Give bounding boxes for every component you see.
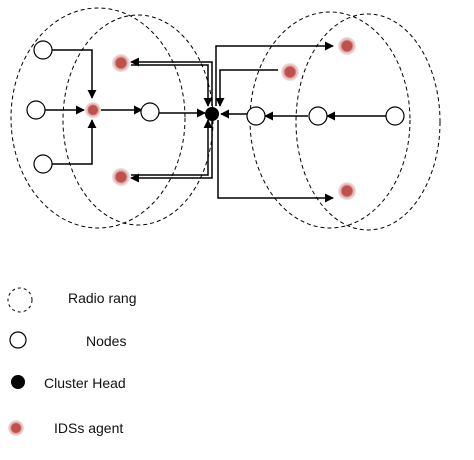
node [33, 154, 53, 174]
link-node3-agent [52, 119, 97, 165]
hollow-circle-icon [9, 331, 27, 349]
node [140, 102, 160, 122]
legend-cluster-head-label: Cluster Head [44, 375, 126, 391]
radio-range-right-outer [249, 11, 411, 229]
legend-ids-agent-label: IDSs agent [54, 420, 124, 436]
cluster-head [205, 107, 219, 121]
link-head-agent-top-right [215, 41, 334, 106]
ids-agent [112, 168, 130, 186]
radio-range-left-outer [10, 7, 186, 229]
node [33, 40, 53, 60]
filled-black-dot-icon [11, 375, 25, 389]
node [26, 100, 46, 120]
link-head-agent-bottom-left [130, 120, 213, 183]
link-agent-top-left-head [131, 64, 213, 107]
legend-icons [7, 287, 33, 436]
link-node1-agent [52, 49, 97, 99]
dashed-circle-icon [7, 287, 33, 313]
radio-range-left-inner [62, 14, 214, 226]
link-agent-mid-right-head [215, 69, 278, 107]
red-dot-icon [8, 420, 24, 436]
connections [45, 41, 386, 203]
node [308, 106, 328, 126]
legend-radio-range-label: Radio rang [68, 290, 137, 306]
link-head-agent-top-left [130, 57, 213, 106]
node [385, 106, 405, 126]
node [246, 106, 266, 126]
ids-agent [338, 182, 356, 200]
link-agent-bottom-left-head [131, 119, 213, 176]
ids-agents-group [85, 37, 356, 200]
radio-range-group [10, 7, 441, 231]
nodes-group [26, 40, 405, 174]
radio-range-right-inner [295, 13, 441, 231]
ids-agent [112, 54, 130, 72]
link-head-agent-bottom-right [217, 120, 334, 203]
ids-agent [338, 37, 356, 55]
ids-agent [281, 63, 299, 81]
ids-agent [85, 102, 101, 118]
legend-nodes-label: Nodes [86, 333, 127, 349]
